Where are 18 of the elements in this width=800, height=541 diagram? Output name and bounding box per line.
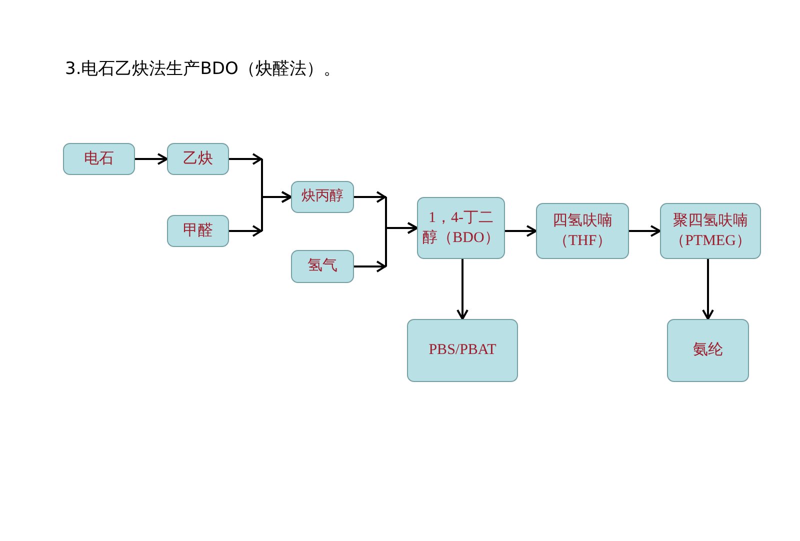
title: 3.电石乙炔法生产BDO（炔醛法）。 (65, 58, 340, 80)
process-box: PBS/PBAT (407, 319, 518, 382)
process-box: 1，4-丁二醇（BDO） (417, 197, 505, 259)
arrow (353, 222, 418, 272)
process-box: 氢气 (291, 250, 354, 283)
process-box: 乙炔 (167, 143, 229, 175)
arrow (456, 259, 468, 320)
process-box: 电石 (63, 143, 135, 175)
arrow (505, 225, 537, 237)
process-box: 氨纶 (667, 319, 749, 382)
arrow (135, 153, 168, 165)
process-box: 炔丙醇 (291, 181, 354, 213)
process-box: 聚四氢呋喃（PTMEG） (660, 203, 761, 259)
arrow (629, 225, 661, 237)
process-box: 四氢呋喃（THF） (536, 203, 629, 259)
arrow (702, 259, 714, 320)
arrow (228, 191, 292, 237)
process-box: 甲醛 (167, 215, 229, 247)
